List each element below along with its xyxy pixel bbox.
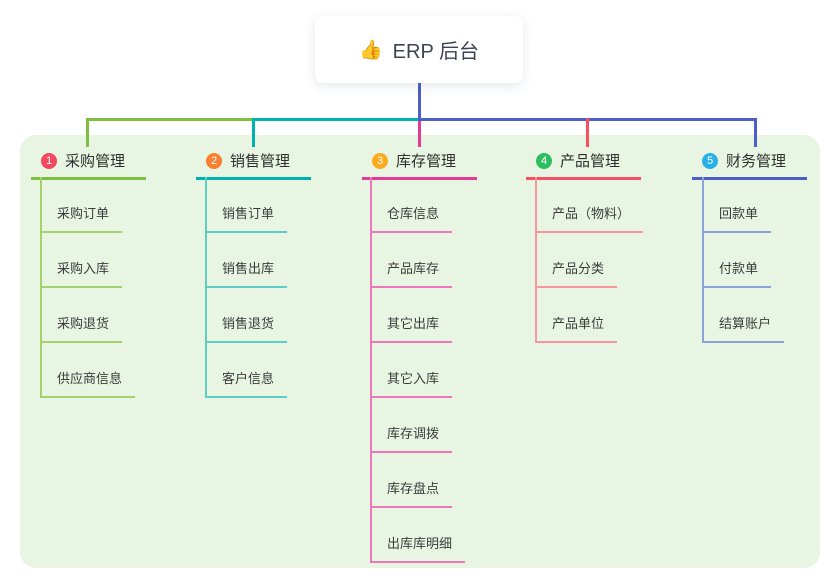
- child-node[interactable]: 销售出库: [205, 258, 288, 288]
- child-node[interactable]: 付款单: [702, 258, 772, 288]
- child-node[interactable]: 回款单: [702, 203, 772, 233]
- branch-title-sales[interactable]: 2 销售管理: [196, 150, 311, 180]
- connector-drop-sales: [252, 118, 255, 147]
- child-node[interactable]: 库存调拨: [370, 423, 453, 453]
- branch-badge: 1: [41, 152, 57, 169]
- child-node[interactable]: 采购订单: [40, 203, 123, 233]
- branch-title-label: 产品管理: [560, 153, 621, 170]
- root-node[interactable]: 👍 ERP 后台: [315, 16, 523, 83]
- child-node[interactable]: 采购入库: [40, 258, 123, 288]
- child-node[interactable]: 结算账户: [702, 313, 785, 343]
- branch-title-finance[interactable]: 5 财务管理: [692, 150, 807, 180]
- branch-badge: 3: [372, 152, 388, 169]
- child-node[interactable]: 客户信息: [205, 368, 288, 398]
- connector-root-drop: [418, 83, 421, 121]
- child-node[interactable]: 其它入库: [370, 368, 453, 398]
- connector-drop-finance: [754, 118, 757, 147]
- branch-title-label: 销售管理: [230, 153, 291, 170]
- branch-title-inventory[interactable]: 3 库存管理: [362, 150, 477, 180]
- child-node[interactable]: 销售退货: [205, 313, 288, 343]
- child-node[interactable]: 仓库信息: [370, 203, 453, 233]
- child-node[interactable]: 采购退货: [40, 313, 123, 343]
- child-node[interactable]: 库存盘点: [370, 478, 453, 508]
- connector-drop-product: [586, 118, 589, 147]
- branches-panel: [20, 135, 820, 568]
- branch-title-label: 库存管理: [396, 153, 457, 170]
- branch-badge: 4: [536, 152, 552, 169]
- connector-drop-purchase: [86, 118, 89, 147]
- connector-children-inventory: [370, 177, 372, 561]
- connector-drop-inventory: [418, 121, 421, 147]
- child-node[interactable]: 产品单位: [535, 313, 618, 343]
- root-node-label: ERP 后台: [392, 41, 479, 63]
- branch-title-label: 采购管理: [65, 153, 126, 170]
- child-node[interactable]: 产品（物料）: [535, 203, 644, 233]
- connector-bus-green: [86, 118, 252, 121]
- branch-badge: 2: [206, 152, 222, 169]
- thumbs-up-icon: 👍: [359, 39, 383, 61]
- branch-title-product[interactable]: 4 产品管理: [526, 150, 641, 180]
- branch-title-label: 财务管理: [726, 153, 787, 170]
- connector-bus-teal: [252, 118, 419, 121]
- branch-badge: 5: [702, 152, 718, 169]
- child-node[interactable]: 产品库存: [370, 258, 453, 288]
- child-node[interactable]: 其它出库: [370, 313, 453, 343]
- child-node[interactable]: 产品分类: [535, 258, 618, 288]
- child-node[interactable]: 出库库明细: [370, 533, 466, 563]
- child-node[interactable]: 销售订单: [205, 203, 288, 233]
- connector-children-finance: [702, 177, 704, 341]
- connector-children-product: [535, 177, 537, 341]
- child-node[interactable]: 供应商信息: [40, 368, 136, 398]
- branch-title-purchase[interactable]: 1 采购管理: [31, 150, 146, 180]
